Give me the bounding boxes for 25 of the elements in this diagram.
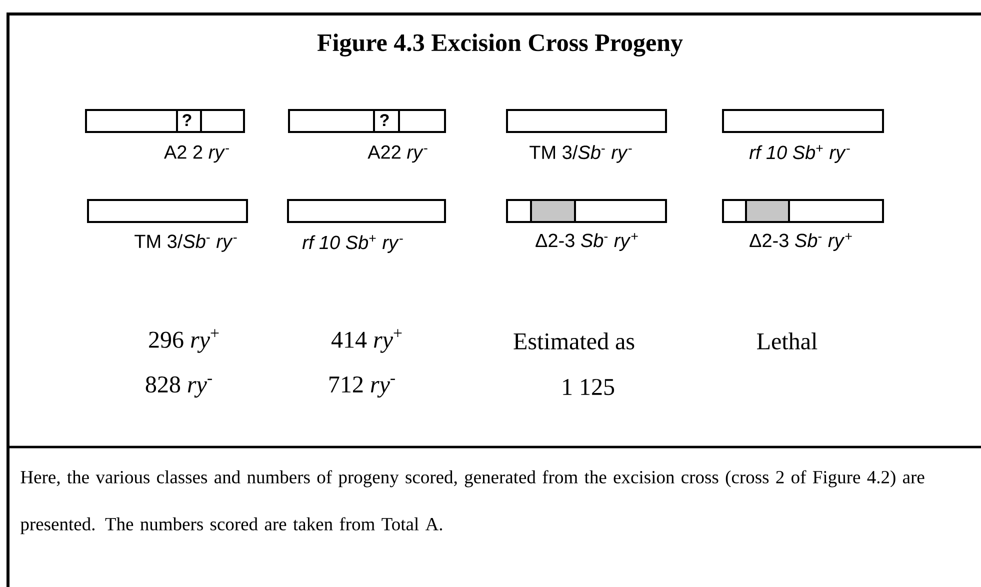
count-label: 1 125	[563, 378, 614, 396]
count-label: Lethal	[757, 332, 818, 350]
chromosome-bar	[506, 109, 667, 133]
count-label: Estimated as	[514, 332, 634, 350]
chromosome-bar	[87, 199, 248, 223]
chromosome-bar: ?	[288, 109, 446, 133]
genotype-label: TM 3/Sb$^{-}$ ry$^{-}$	[134, 234, 237, 252]
genotype-label: TM 3/Sb$^{-}$ ry$^{-}$	[530, 145, 632, 163]
genotype-label: A2 2 ry$^{-}$	[164, 145, 229, 163]
genotype-label: Δ2-3 Sb$^{-}$ ry$^{+}$	[536, 233, 638, 251]
caption: Here, the various classes and numbers of progeny scored, generated from the excision cross (cross 2 of Figure 4.2) are presented. The numbers scored are taken from Total A.	[20, 470, 924, 534]
chromosome-bar	[506, 199, 667, 223]
chromosome-bar	[287, 199, 446, 223]
genotype-label: Δ2-3 Sb$^{-}$ ry$^{+}$	[750, 233, 852, 251]
chromosome-bar	[722, 199, 884, 223]
count-label: 296 ry$^{+}$	[149, 329, 219, 353]
chromosome-bar	[722, 109, 884, 133]
genotype-label: rf 10 Sb$^{+}$ ry$^{-}$	[749, 145, 850, 163]
count-label: 828 ry$^{-}$	[146, 376, 212, 398]
genotype-label: rf 10 Sb$^{+}$ ry$^{-}$	[302, 235, 403, 253]
genotype-label: A22 ry$^{-}$	[368, 145, 428, 163]
count-label: 414 ry$^{+}$	[332, 329, 402, 353]
count-label: 712 ry$^{-}$	[330, 376, 395, 398]
chromosome-bar: ?	[85, 109, 245, 133]
title: Figure 4.3 Excision Cross Progeny	[317, 34, 683, 56]
